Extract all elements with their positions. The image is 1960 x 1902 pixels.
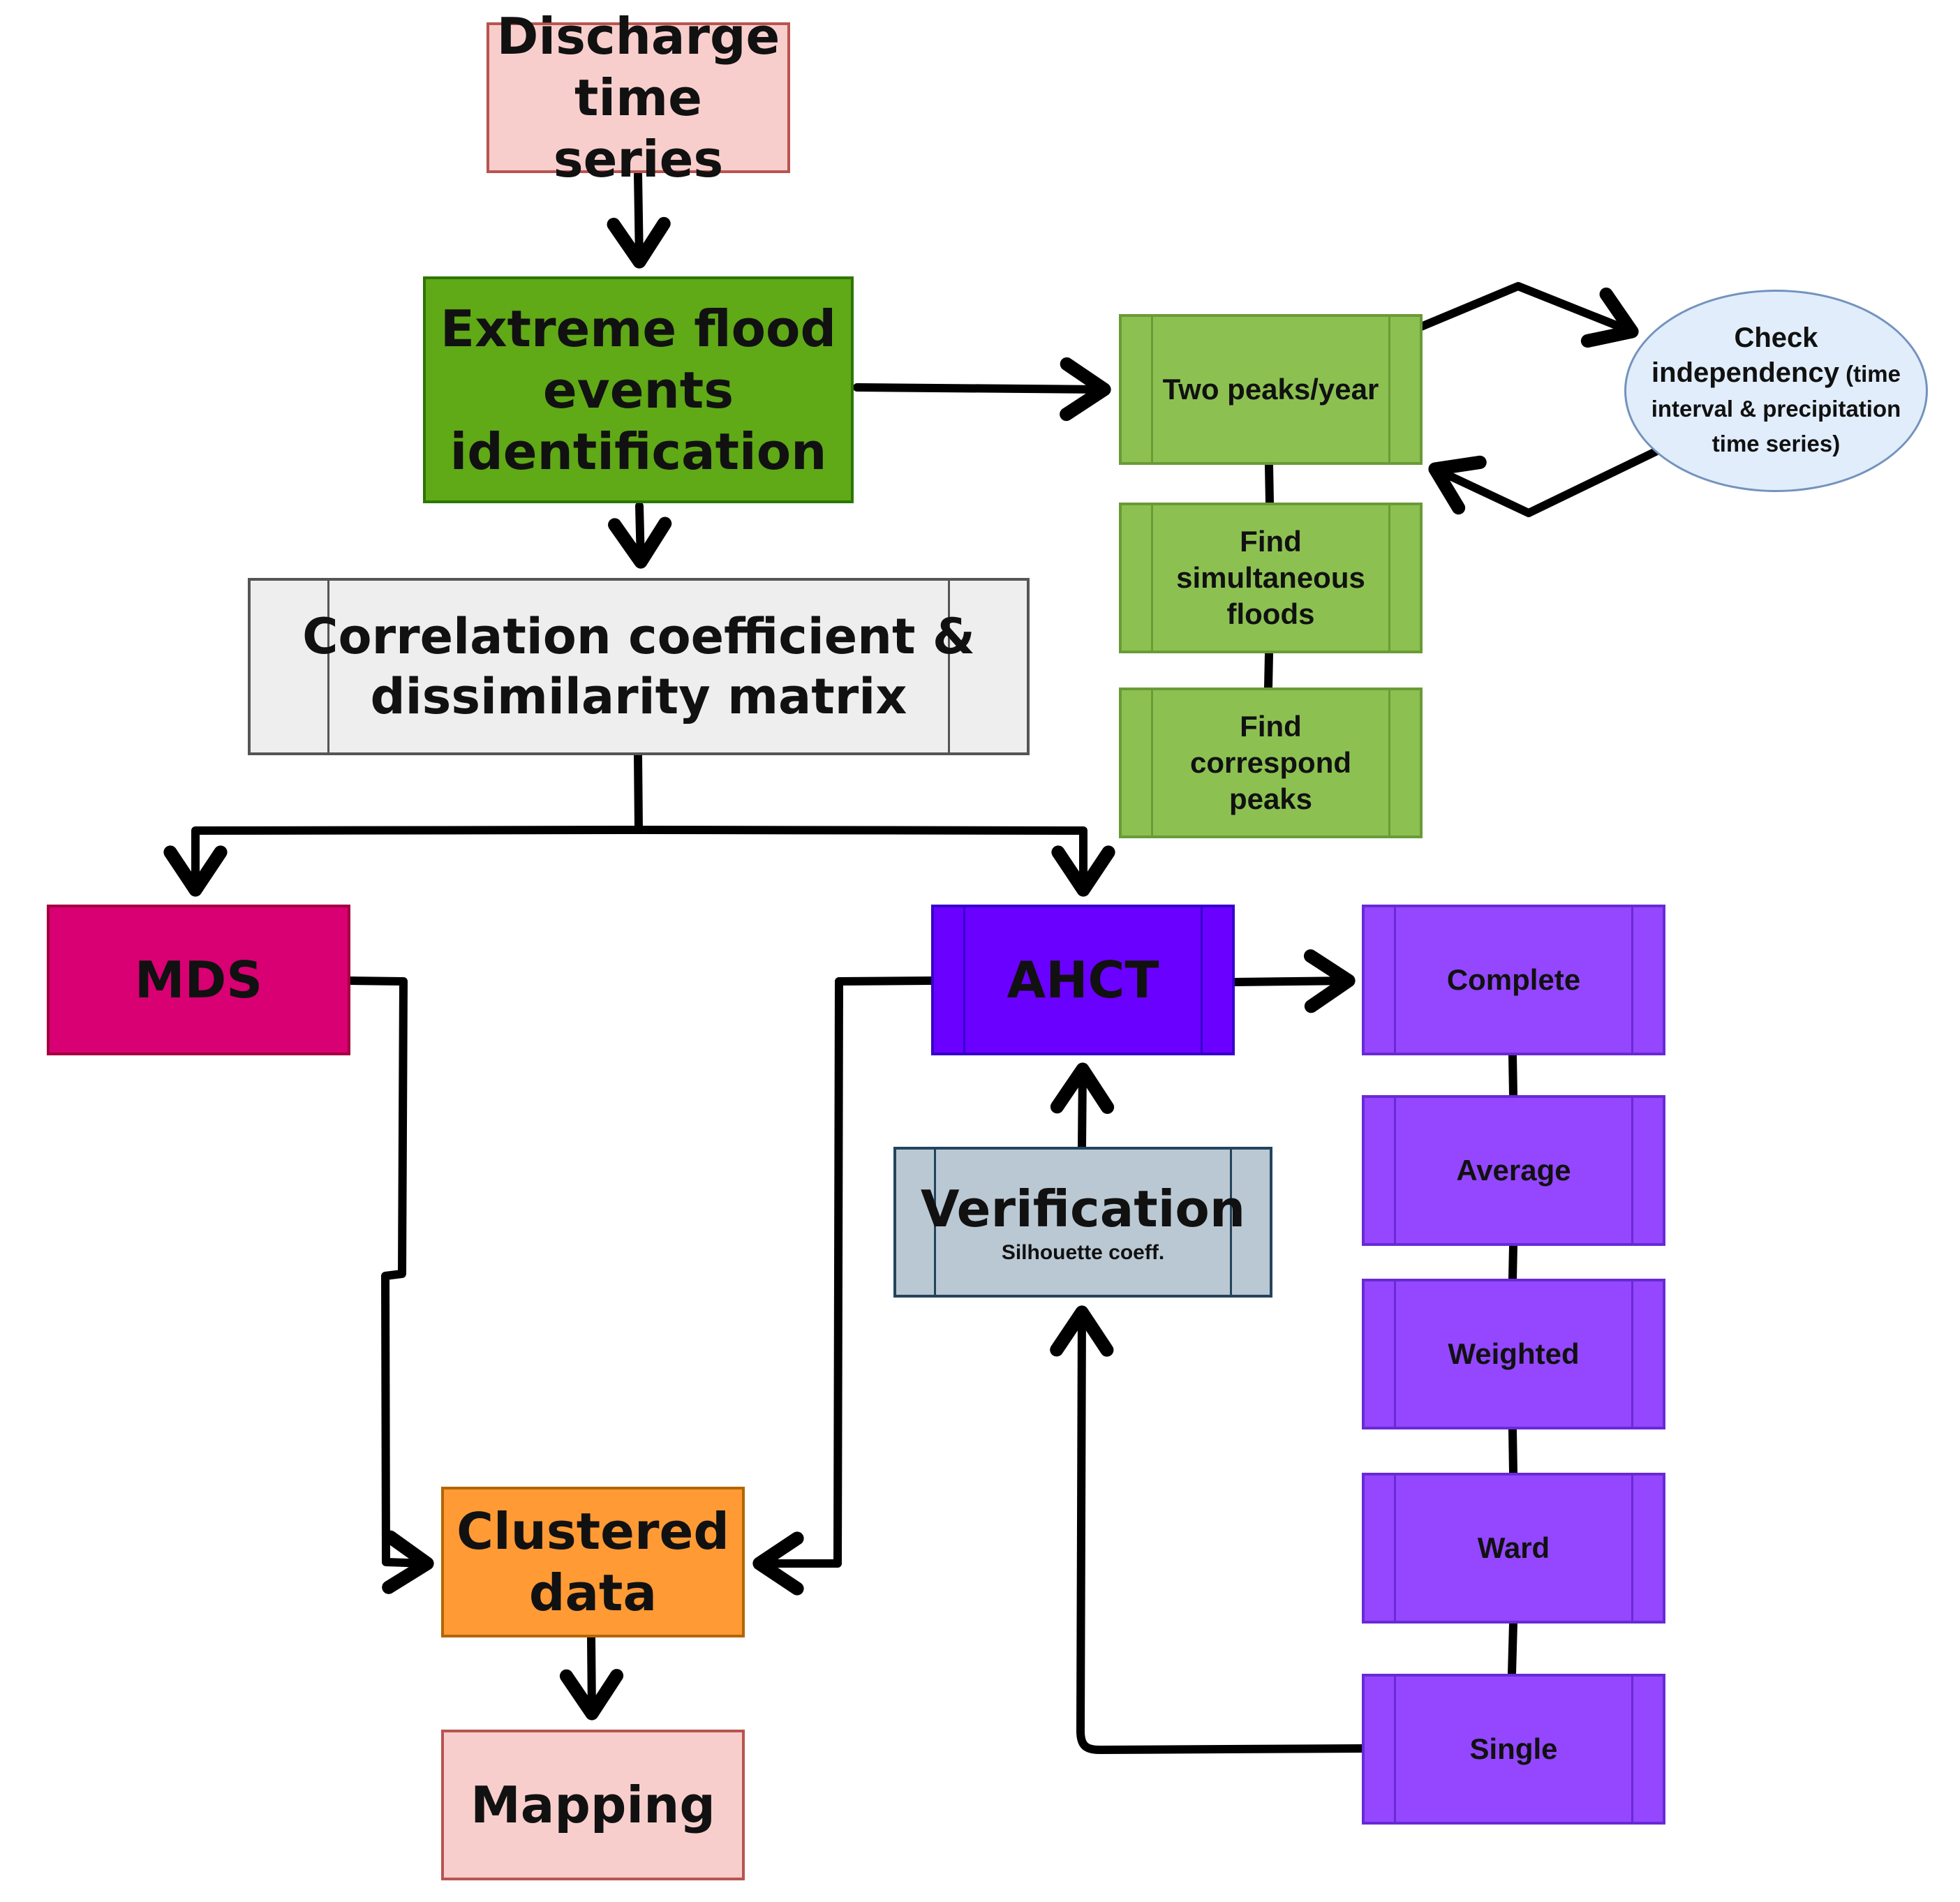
edge-extreme-to-two-peaks	[853, 357, 1111, 422]
mds-label: MDS	[134, 951, 263, 1009]
average-left-divider	[1394, 1098, 1396, 1243]
correspond-right-divider	[1388, 690, 1390, 835]
correlation-matrix-label: Correlation coefficient & dissimilarity …	[302, 608, 975, 725]
mapping-node: Mapping	[441, 1730, 745, 1880]
edge-simultaneous-to-correspond	[1264, 650, 1273, 692]
edge-discharge-to-extreme	[607, 170, 671, 269]
edge-clustered-to-mapping	[559, 1633, 624, 1721]
edge-check-to-two-peaks	[1428, 447, 1660, 517]
edge-two-peaks-to-check	[1417, 282, 1639, 348]
correspond-peaks-label: Find correspond peaks	[1189, 710, 1352, 815]
clustered-data-label: Clustered data	[456, 1502, 729, 1622]
average-linkage-node: Average	[1362, 1095, 1665, 1246]
edge-ahct-to-clustered	[752, 976, 935, 1596]
check-line4: time series)	[1712, 431, 1841, 456]
ward-right-divider	[1631, 1476, 1633, 1621]
complete-left-divider	[1394, 907, 1396, 1053]
check-line1: Check	[1734, 322, 1818, 353]
discharge-time-series-label: Discharge time series	[496, 7, 780, 188]
edge-correlation-to-mds	[163, 751, 643, 897]
mapping-label: Mapping	[470, 1776, 715, 1834]
complete-linkage-label: Complete	[1446, 963, 1581, 996]
mds-node: MDS	[47, 905, 350, 1055]
correlation-matrix-node: Correlation coefficient & dissimilarity …	[248, 578, 1030, 755]
edge-ward-to-single	[1508, 1619, 1517, 1678]
simultaneous-right-divider	[1388, 505, 1390, 651]
ward-linkage-node: Ward	[1362, 1473, 1665, 1624]
verification-left-divider	[934, 1150, 936, 1295]
ahct-label: AHCT	[1007, 951, 1159, 1009]
verification-subtitle: Silhouette coeff.	[1001, 1241, 1165, 1264]
two-peaks-node: Two peaks/year	[1119, 314, 1423, 465]
check-independency-node: Check independency (time interval & prec…	[1624, 290, 1928, 492]
edge-extreme-to-correlation	[608, 502, 672, 569]
correspond-peaks-node: Find correspond peaks	[1119, 688, 1423, 838]
two-peaks-right-divider	[1388, 317, 1390, 462]
ahct-right-divider	[1201, 907, 1203, 1053]
edge-single-to-verification	[1050, 1305, 1366, 1754]
simultaneous-left-divider	[1151, 505, 1153, 651]
check-line3: interval & precipitation	[1651, 396, 1901, 422]
single-right-divider	[1631, 1677, 1633, 1822]
single-left-divider	[1394, 1677, 1396, 1822]
correlation-right-divider	[948, 581, 950, 752]
check-line2-main: independency	[1651, 357, 1839, 388]
verification-node: Verification Silhouette coeff.	[893, 1147, 1272, 1298]
edge-ahct-to-complete	[1231, 949, 1356, 1013]
two-peaks-label: Two peaks/year	[1162, 373, 1379, 406]
ahct-node: AHCT	[931, 905, 1235, 1055]
weighted-linkage-label: Weighted	[1448, 1337, 1580, 1370]
verification-right-divider	[1230, 1150, 1232, 1295]
check-line2: independency (time	[1651, 355, 1901, 392]
check-line2-small: (time	[1839, 361, 1901, 387]
average-linkage-label: Average	[1456, 1154, 1571, 1187]
ahct-left-divider	[963, 907, 965, 1053]
correlation-left-divider	[327, 581, 329, 752]
complete-right-divider	[1631, 907, 1633, 1053]
weighted-left-divider	[1394, 1281, 1396, 1427]
clustered-data-node: Clustered data	[441, 1487, 745, 1637]
edge-correlation-to-ahct	[634, 826, 1115, 897]
single-linkage-label: Single	[1469, 1732, 1558, 1765]
weighted-linkage-node: Weighted	[1362, 1279, 1665, 1429]
verification-title: Verification	[920, 1180, 1246, 1238]
discharge-time-series-node: Discharge time series	[487, 7, 790, 188]
simultaneous-floods-label: Find simultaneous floods	[1176, 525, 1365, 630]
ward-linkage-label: Ward	[1477, 1531, 1550, 1564]
ward-left-divider	[1394, 1476, 1396, 1621]
correspond-left-divider	[1151, 690, 1153, 835]
edge-verification-to-ahct	[1050, 1062, 1115, 1151]
complete-linkage-node: Complete	[1362, 905, 1665, 1055]
edge-mds-to-clustered	[347, 976, 434, 1594]
single-linkage-node: Single	[1362, 1674, 1665, 1825]
average-right-divider	[1631, 1098, 1633, 1243]
extreme-flood-events-label: Extreme flood events identification	[440, 299, 837, 481]
extreme-flood-events-node: Extreme flood events identification	[423, 276, 854, 503]
two-peaks-left-divider	[1151, 317, 1153, 462]
edge-two-peaks-to-simultaneous	[1265, 461, 1274, 507]
weighted-right-divider	[1631, 1281, 1633, 1427]
simultaneous-floods-node: Find simultaneous floods	[1119, 503, 1423, 653]
